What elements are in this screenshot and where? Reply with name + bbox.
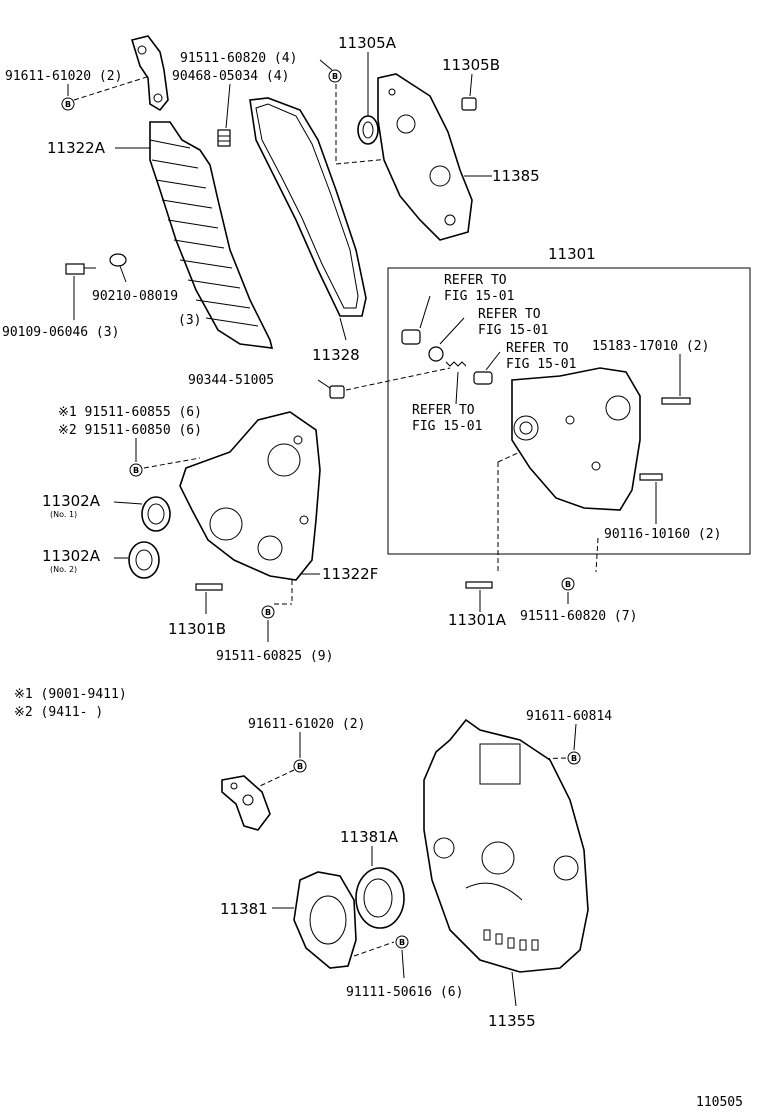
rear-end-plate-11355 — [423, 718, 589, 973]
label-11381: 11381 — [220, 900, 268, 918]
svg-text:B: B — [297, 762, 303, 771]
label-11322F: 11322F — [322, 565, 378, 583]
refer-2-line-a: REFER TO — [478, 307, 541, 322]
refer-1-line-a: REFER TO — [444, 273, 507, 288]
label-91511-60820-7: 91511-60820 (7) — [520, 609, 637, 624]
assembly-box-11301 — [387, 267, 751, 555]
oil-seal-11302A-no1 — [141, 496, 171, 532]
label-91511-60825: 91511-60825 (9) — [216, 649, 333, 664]
cap-part — [401, 329, 421, 345]
label-91111-50616: 91111-50616 (6) — [346, 985, 463, 1000]
svg-text:B: B — [332, 72, 338, 81]
refer-3-line-b: FIG 15-01 — [506, 357, 576, 372]
label-11302A-no2: 11302A — [42, 547, 101, 565]
spring — [445, 361, 467, 367]
svg-text:B: B — [571, 754, 577, 763]
label-11381A: 11381A — [340, 828, 399, 846]
label-91511-60820-4: 91511-60820 (4) — [180, 51, 297, 66]
label-90344-51005: 90344-51005 — [188, 373, 274, 388]
bracket-top-left — [130, 35, 169, 112]
refer-4-line-a: REFER TO — [412, 403, 475, 418]
label-11355: 11355 — [488, 1012, 536, 1030]
label-11305A: 11305A — [338, 34, 397, 52]
svg-text:B: B — [399, 938, 405, 947]
oil-seal-11381A — [355, 867, 405, 929]
refer-1-line-b: FIG 15-01 — [444, 289, 514, 304]
gasket-11328 — [249, 97, 367, 317]
bolt-marker: B — [261, 605, 275, 619]
plug-11305B — [461, 97, 477, 111]
bolt-marker: B — [561, 577, 575, 591]
diagram-code: 110505 — [696, 1095, 743, 1110]
bolt-marker: B — [293, 759, 307, 773]
bolt-90109 — [65, 263, 96, 275]
bolt-marker: B — [328, 69, 342, 83]
oil-seal-11305A — [357, 115, 379, 145]
bolt-marker: B — [61, 97, 75, 111]
label-11305B: 11305B — [442, 56, 500, 74]
label-11328: 11328 — [312, 346, 360, 364]
label-15183-17010: 15183-17010 (2) — [592, 339, 709, 354]
pin-11301A — [465, 581, 493, 589]
label-91511-60855: ※1 91511-60855 (6) — [58, 405, 202, 420]
washer-90210 — [109, 253, 127, 267]
pin-11301B — [195, 583, 223, 591]
bolt-marker: B — [129, 463, 143, 477]
label-11322A: 11322A — [47, 139, 106, 157]
stud-90116 — [639, 473, 663, 481]
bolt-marker: B — [395, 935, 409, 949]
bolt-90344 — [329, 385, 345, 399]
oil-seal-11302A-no2 — [128, 541, 160, 579]
label-91611-61020-bottom: 91611-61020 (2) — [248, 717, 365, 732]
label-11302A-no1-sub: (No. 1) — [50, 510, 77, 519]
label-90210-qty: (3) — [178, 313, 201, 328]
note-1: ※1 (9001-9411) — [14, 687, 127, 702]
label-91611-60814: 91611-60814 — [526, 709, 612, 724]
bolt-marker: B — [567, 751, 581, 765]
refer-3-line-a: REFER TO — [506, 341, 569, 356]
label-11385: 11385 — [492, 167, 540, 185]
label-90468-05034: 90468-05034 (4) — [172, 69, 289, 84]
label-11301B: 11301B — [168, 620, 226, 638]
label-11301A: 11301A — [448, 611, 507, 629]
retainer-11381 — [293, 871, 357, 969]
label-11302A-no1: 11302A — [42, 492, 101, 510]
label-11301: 11301 — [548, 245, 596, 263]
label-90116-10160: 90116-10160 (2) — [604, 527, 721, 542]
refer-2-line-b: FIG 15-01 — [478, 323, 548, 338]
svg-text:B: B — [265, 608, 271, 617]
stud-15183 — [661, 397, 691, 405]
label-91511-60850: ※2 91511-60850 (6) — [58, 423, 202, 438]
note-2: ※2 (9411- ) — [14, 705, 103, 720]
label-90210-08019: 90210-08019 — [92, 289, 178, 304]
svg-text:B: B — [133, 466, 139, 475]
plate-11385 — [377, 73, 473, 241]
label-90109-06046: 90109-06046 (3) — [2, 325, 119, 340]
oil-pan-baffle-11322A — [149, 121, 274, 349]
svg-text:B: B — [565, 580, 571, 589]
svg-text:B: B — [65, 100, 71, 109]
label-91611-61020-top: 91611-61020 (2) — [5, 69, 122, 84]
oil-pump-housing-11301 — [511, 367, 641, 511]
bracket-bottom — [221, 775, 271, 831]
label-11302A-no2-sub: (No. 2) — [50, 565, 77, 574]
washer-small — [428, 346, 444, 362]
clip-90468 — [217, 129, 231, 147]
timing-cover-11322F — [179, 411, 321, 581]
relief-valve-plunger — [473, 371, 493, 385]
refer-4-line-b: FIG 15-01 — [412, 419, 482, 434]
